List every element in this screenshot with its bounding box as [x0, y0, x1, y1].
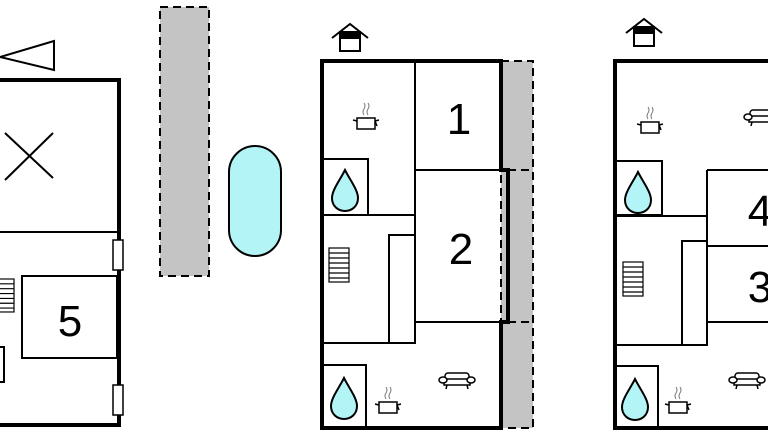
stairs-icon: [622, 261, 644, 297]
sofa-icon: [438, 372, 476, 390]
water-drop-icon: [330, 377, 358, 420]
kitchen-pot-icon: [374, 386, 402, 414]
stairs-icon: [328, 247, 350, 283]
middle-building: 1 2: [320, 23, 534, 430]
void-cross: [4, 132, 54, 181]
water-drop-icon: [624, 171, 652, 214]
kitchen-pot-icon: [352, 102, 380, 130]
room-4-label: 4: [748, 187, 768, 236]
door-icon[interactable]: [112, 239, 124, 271]
room-2-label: 2: [449, 225, 473, 274]
room-5-label: 5: [58, 297, 82, 346]
terrace: [159, 6, 210, 277]
entrance-icon: [625, 18, 663, 47]
water-drop-icon: [331, 169, 359, 212]
kitchen-pot-icon: [664, 386, 692, 414]
sofa-icon: [743, 109, 768, 127]
room-3-label: 3: [748, 263, 768, 312]
left-building: 5: [0, 39, 124, 427]
kitchen-pot-icon: [636, 106, 664, 134]
stairs-icon: [0, 278, 15, 313]
room-1-label: 1: [447, 95, 471, 144]
sofa-icon: [728, 372, 766, 390]
terrace: [500, 60, 534, 429]
water-drop-icon: [621, 378, 649, 421]
right-building: 4 3: [613, 18, 768, 430]
pool-icon: [228, 145, 282, 257]
door-icon[interactable]: [112, 384, 124, 416]
entrance-icon: [331, 23, 369, 52]
room-5: [21, 275, 118, 359]
north-arrow-icon: [0, 39, 55, 72]
